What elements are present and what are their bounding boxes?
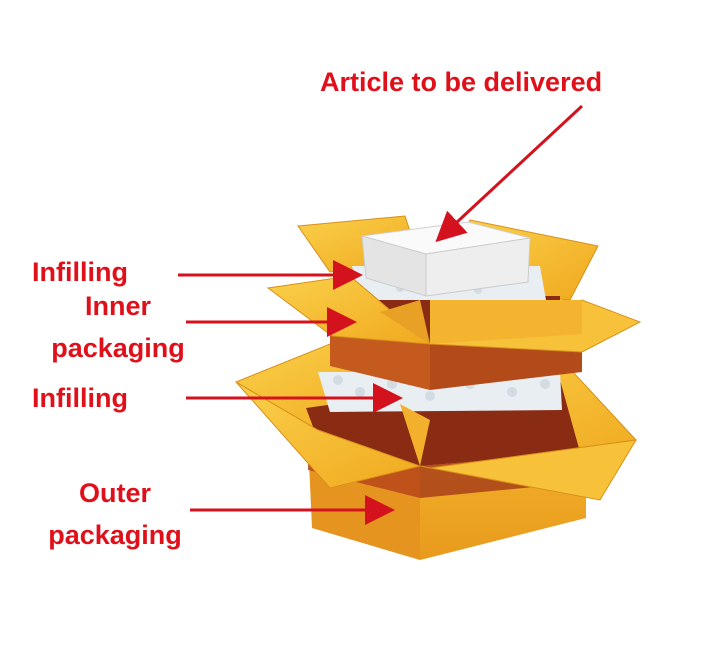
label-inner-line1: Inner	[84, 291, 151, 321]
label-infilling-top: Infilling	[32, 256, 128, 288]
label-infilling-top-text: Infilling	[32, 257, 128, 287]
arrow-article	[435, 104, 584, 243]
label-infilling-bottom-text: Infilling	[32, 383, 128, 413]
label-infilling-bottom: Infilling	[32, 382, 128, 414]
label-arrows	[178, 104, 584, 525]
label-outer-line2: packaging	[48, 520, 182, 550]
label-inner-line2: packaging	[51, 333, 185, 363]
label-inner-packaging: Inner packaging	[42, 290, 194, 364]
label-outer-packaging: Outer packaging	[40, 477, 190, 551]
label-article: Article to be delivered	[320, 66, 602, 98]
label-article-text: Article to be delivered	[320, 67, 603, 97]
label-outer-line1: Outer	[78, 478, 151, 508]
